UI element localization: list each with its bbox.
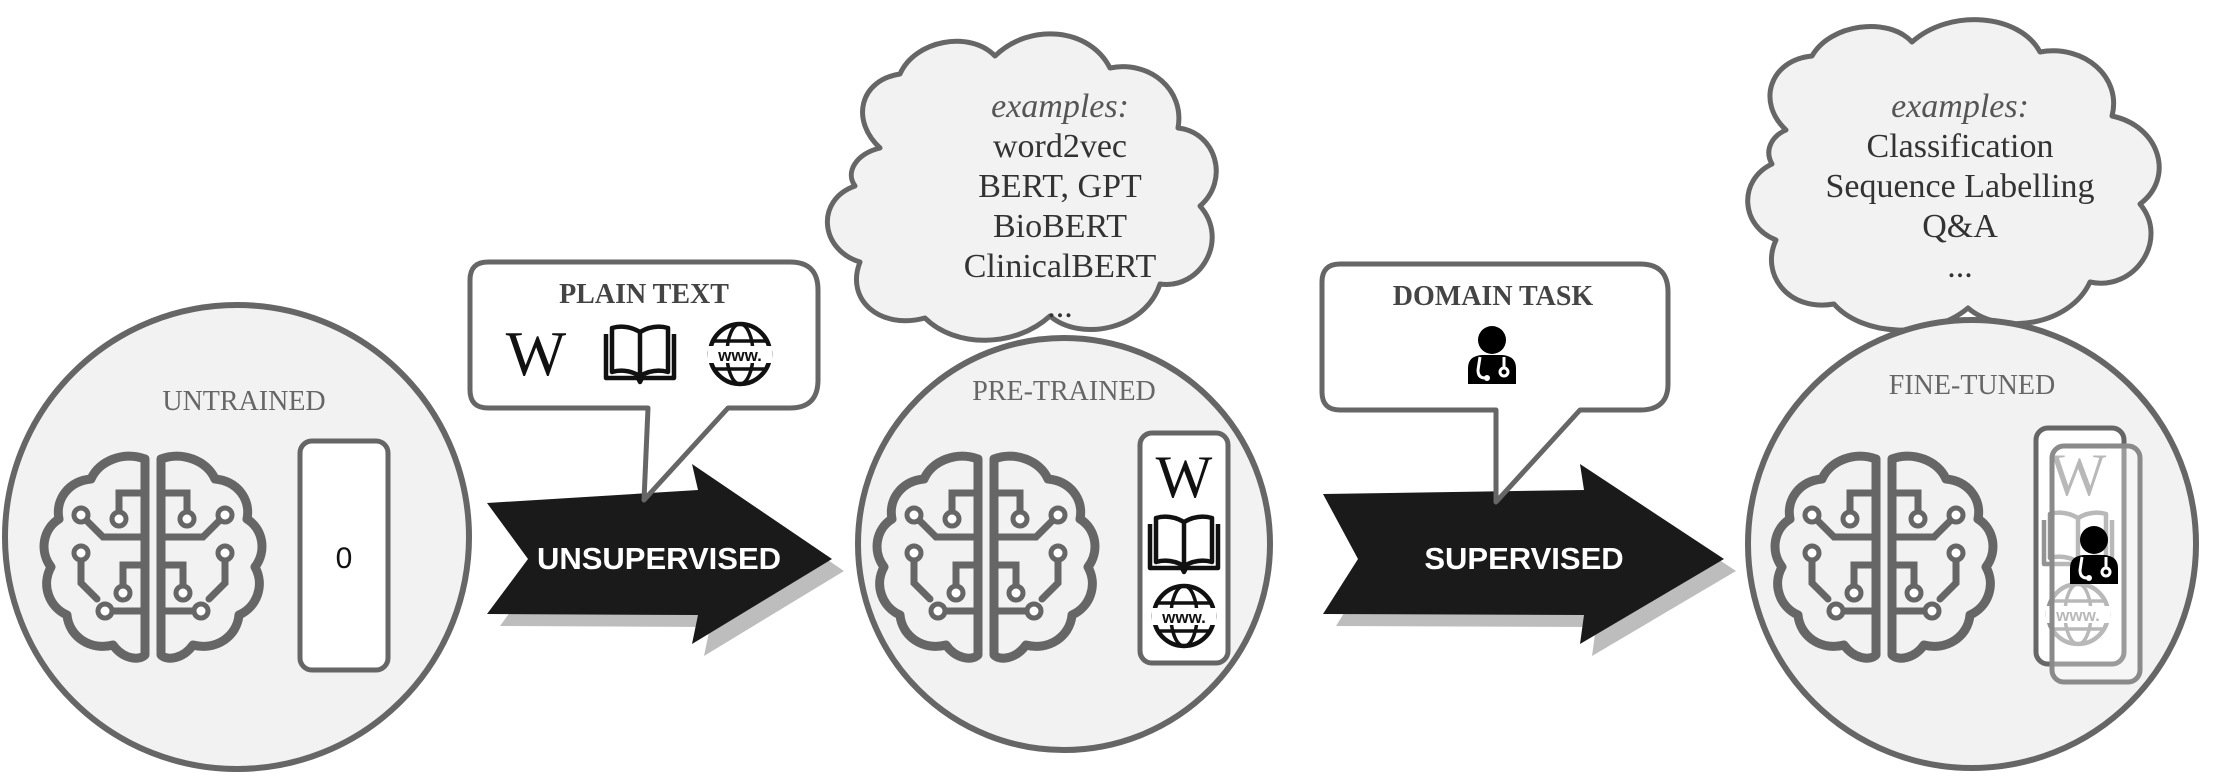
- cloud-shape: [825, 31, 1219, 343]
- wikipedia-icon: W: [1156, 444, 1213, 510]
- plain-text-callout: [467, 259, 821, 503]
- pretrained-label: PRE-TRAINED: [972, 376, 1156, 407]
- domain-task-title: DOMAIN TASK: [1393, 281, 1594, 312]
- supervised-arrow: SUPERVISED: [1323, 464, 1736, 656]
- unsupervised-label: UNSUPERVISED: [537, 541, 781, 576]
- finetuned-example-item: Q&A: [1922, 208, 1998, 245]
- pretrained-examples-heading: examples:: [991, 88, 1129, 125]
- untrained-circle: [2, 302, 472, 772]
- wikipedia-icon: W: [506, 318, 567, 389]
- www-globe-icon: [708, 324, 772, 384]
- pretrained-example-item: ClinicalBERT: [964, 248, 1157, 285]
- untrained-stage: UNTRAINED 0: [2, 302, 472, 772]
- pretrained-example-item: ...: [1047, 288, 1073, 325]
- pretrained-example-item: BioBERT: [993, 208, 1127, 245]
- plain-text-bubble: PLAIN TEXT W: [467, 259, 821, 503]
- domain-task-bubble: DOMAIN TASK: [1319, 261, 1671, 505]
- weights-box: [297, 438, 391, 673]
- pretrained-weights-faded: W: [2044, 442, 2112, 644]
- finetuned-example-item: ...: [1947, 248, 1973, 285]
- untrained-label: UNTRAINED: [162, 386, 325, 417]
- finetuned-examples-cloud: examples: Classification Sequence Labell…: [1745, 17, 2162, 333]
- plain-text-title: PLAIN TEXT: [559, 279, 729, 310]
- pretrained-example-item: word2vec: [993, 128, 1127, 165]
- www-globe-icon: [1152, 586, 1216, 646]
- cloud-shape: [1745, 17, 2162, 333]
- pretrained-example-item: BERT, GPT: [978, 168, 1142, 205]
- supervised-label: SUPERVISED: [1424, 541, 1623, 576]
- weights-value: 0: [336, 542, 353, 575]
- finetuned-label: FINE-TUNED: [1889, 370, 2055, 401]
- wikipedia-icon: W: [2050, 442, 2107, 508]
- finetuned-examples-heading: examples:: [1891, 88, 2029, 125]
- pretrained-stage: PRE-TRAINED W: [855, 335, 1273, 753]
- finetuned-example-item: Classification: [1867, 128, 2054, 165]
- unsupervised-arrow: UNSUPERVISED: [487, 464, 844, 656]
- finetuned-stage: FINE-TUNED W: [1745, 317, 2199, 771]
- pretrained-examples-cloud: examples: word2vec BERT, GPT BioBERT Cli…: [825, 31, 1219, 343]
- finetuned-example-item: Sequence Labelling: [1825, 168, 2094, 205]
